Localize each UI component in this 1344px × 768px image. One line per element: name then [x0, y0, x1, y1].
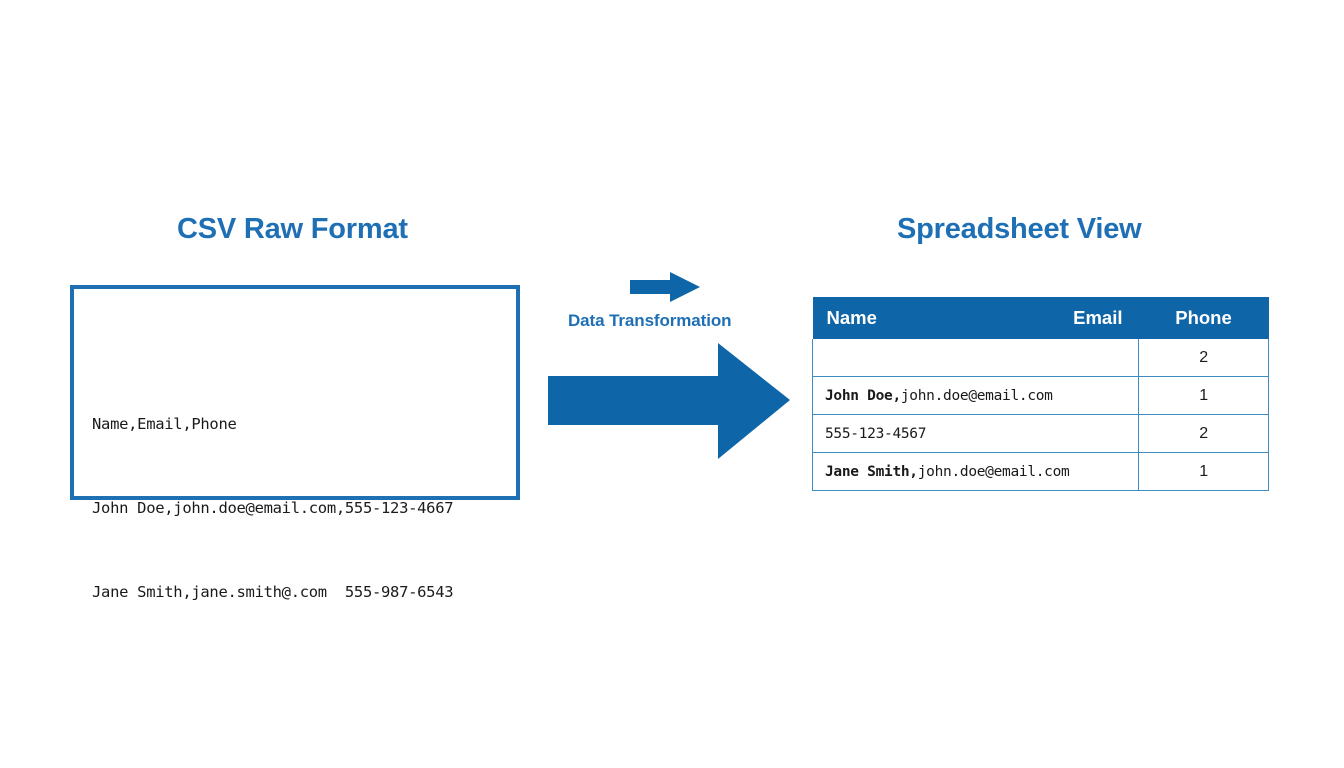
arrow-right-small-icon — [630, 272, 700, 302]
cell-phone[interactable]: 1 — [1138, 452, 1269, 491]
spreadsheet-table: Name Email Phone 2 John Doe,john.doe@ema… — [812, 297, 1269, 491]
cell-phone[interactable]: 2 — [1138, 414, 1269, 453]
csv-raw-text: Name,Email,Phone John Doe,john.doe@email… — [92, 354, 454, 662]
cell-phone[interactable]: 2 — [1138, 339, 1269, 377]
cell-data[interactable]: Jane Smith,john.doe@email.com — [812, 452, 1139, 491]
cell-text-rest: john.doe@email.com — [917, 463, 1070, 480]
spreadsheet-panel-title: Spreadsheet View — [897, 213, 1142, 245]
column-header-phone[interactable]: Phone — [1138, 297, 1269, 339]
table-row[interactable]: 2 — [812, 339, 1269, 377]
cell-data[interactable]: 555-123-4567 — [812, 414, 1139, 453]
column-header-name[interactable]: Name — [812, 297, 1013, 339]
table-header-row: Name Email Phone — [812, 297, 1269, 339]
cell-text-rest: john.doe@email.com — [900, 387, 1053, 404]
cell-text-rest: 555-123-4567 — [825, 425, 927, 442]
table-row[interactable]: John Doe,john.doe@email.com 1 — [812, 376, 1269, 415]
column-header-email[interactable]: Email — [1012, 297, 1139, 339]
csv-line-row-1: John Doe,john.doe@email.com,555-123-4667 — [92, 499, 454, 517]
csv-panel-title: CSV Raw Format — [177, 213, 408, 245]
cell-phone[interactable]: 1 — [1138, 376, 1269, 415]
csv-raw-box — [70, 285, 520, 500]
data-transformation-label: Data Transformation — [568, 311, 732, 330]
cell-data[interactable] — [812, 339, 1139, 377]
table-row[interactable]: 555-123-4567 2 — [812, 414, 1269, 453]
csv-line-row-2: Jane Smith,jane.smith@.com 555-987-6543 — [92, 583, 454, 601]
arrow-right-large-icon — [548, 343, 790, 459]
cell-text-strong: Jane Smith, — [825, 463, 918, 480]
table-row[interactable]: Jane Smith,john.doe@email.com 1 — [812, 452, 1269, 491]
cell-data[interactable]: John Doe,john.doe@email.com — [812, 376, 1139, 415]
cell-text-strong: John Doe, — [825, 387, 901, 404]
csv-line-header: Name,Email,Phone — [92, 415, 237, 433]
table-body: 2 John Doe,john.doe@email.com 1 555-123-… — [812, 339, 1269, 491]
table-header: Name Email Phone — [812, 297, 1269, 339]
